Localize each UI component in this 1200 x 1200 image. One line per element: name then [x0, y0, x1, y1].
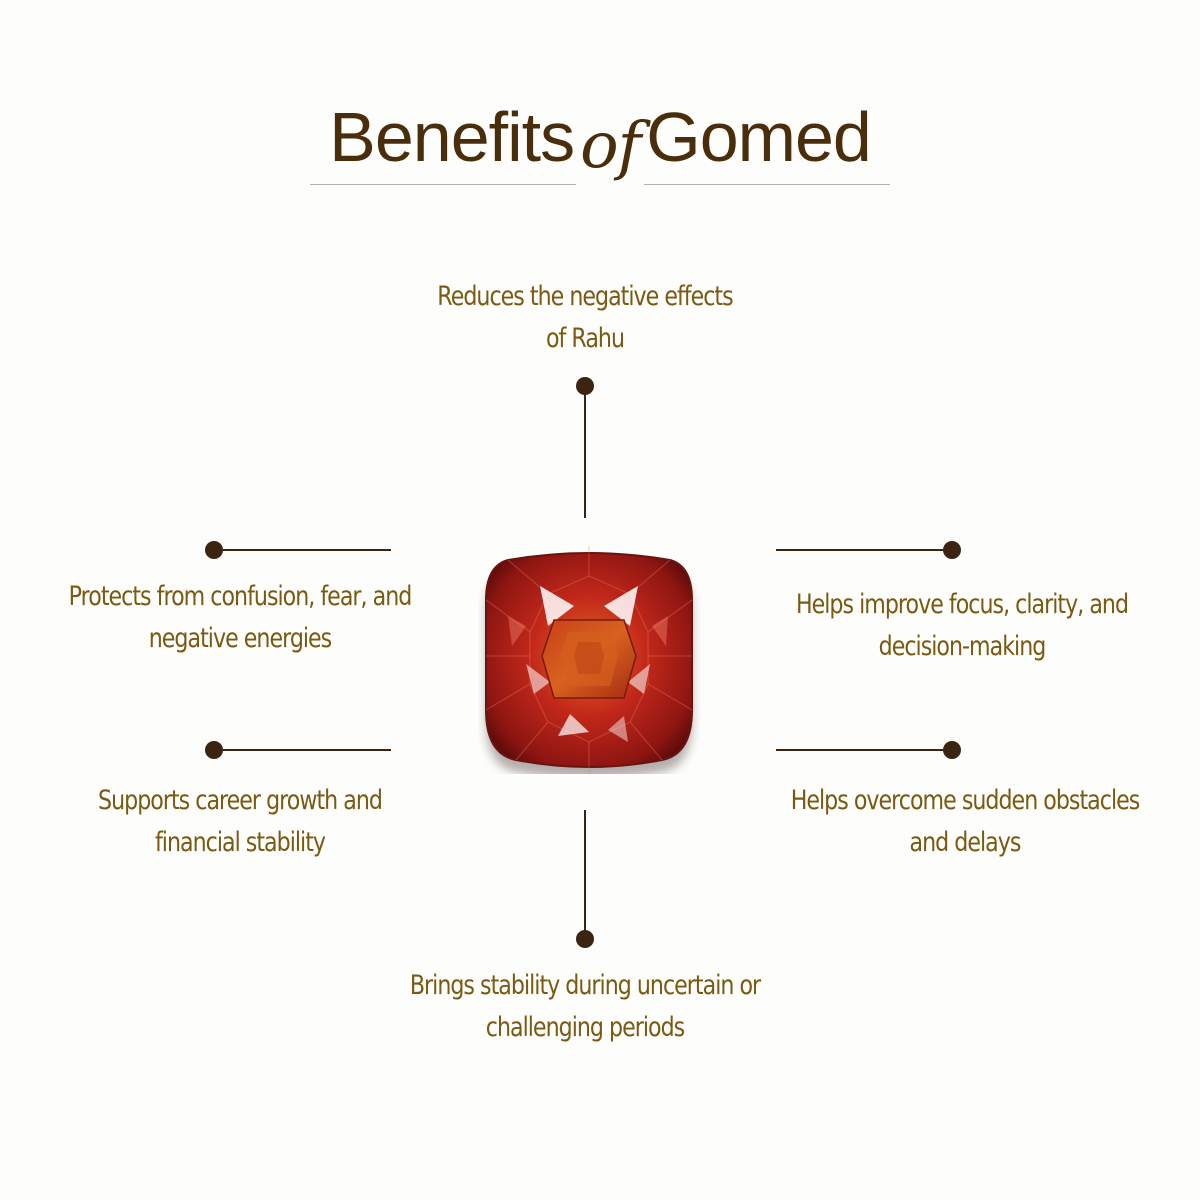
- title-connector: of: [580, 109, 641, 183]
- benefit-left-lower: Supports career growth and financial sta…: [98, 785, 383, 858]
- benefit-right-upper: Helps improve focus, clarity, and decisi…: [795, 589, 1129, 662]
- connector-line-left-upper: [214, 549, 391, 551]
- benefit-left-upper: Protects from confusion, fear, and negat…: [68, 581, 413, 654]
- title-underline-right: [644, 184, 890, 185]
- connector-line-bottom: [584, 810, 586, 940]
- connector-line-left-lower: [214, 749, 391, 751]
- benefit-top: Reduces the negative effects of Rahu: [437, 281, 733, 354]
- connector-dot-bottom: [576, 930, 594, 948]
- connector-line-top: [584, 386, 586, 518]
- title-word-gomed: Gomed: [646, 98, 872, 176]
- connector-dot-right-upper: [943, 541, 961, 559]
- gomed-gemstone-icon: [485, 546, 693, 774]
- connector-dot-right-lower: [943, 741, 961, 759]
- page-title: BenefitsofGomed: [0, 92, 1200, 185]
- title-word-benefits: Benefits: [329, 98, 575, 176]
- benefit-bottom: Brings stability during uncertain or cha…: [409, 970, 761, 1043]
- title-underline-left: [310, 184, 576, 185]
- connector-line-right-lower: [776, 749, 952, 751]
- connector-line-right-upper: [776, 549, 952, 551]
- benefit-right-lower: Helps overcome sudden obstacles and dela…: [790, 785, 1141, 858]
